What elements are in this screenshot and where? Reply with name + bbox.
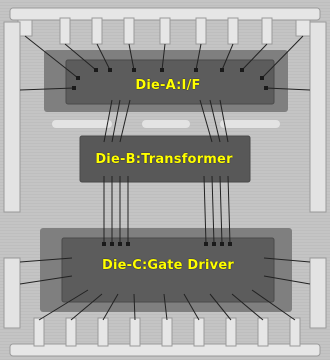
die-a-label: Die-A:I/F <box>135 78 201 93</box>
die-c-label: Die-C:Gate Driver <box>102 258 234 273</box>
bond-wires <box>19 35 311 321</box>
side-rails <box>3 21 327 329</box>
slots <box>52 120 280 128</box>
die-b-label: Die-B:Transformer <box>95 152 233 167</box>
die-c <box>61 237 275 303</box>
bond-pads <box>72 68 268 246</box>
die-b <box>79 135 251 183</box>
bottom-leadframe <box>9 317 321 357</box>
top-leadframe <box>9 7 321 45</box>
